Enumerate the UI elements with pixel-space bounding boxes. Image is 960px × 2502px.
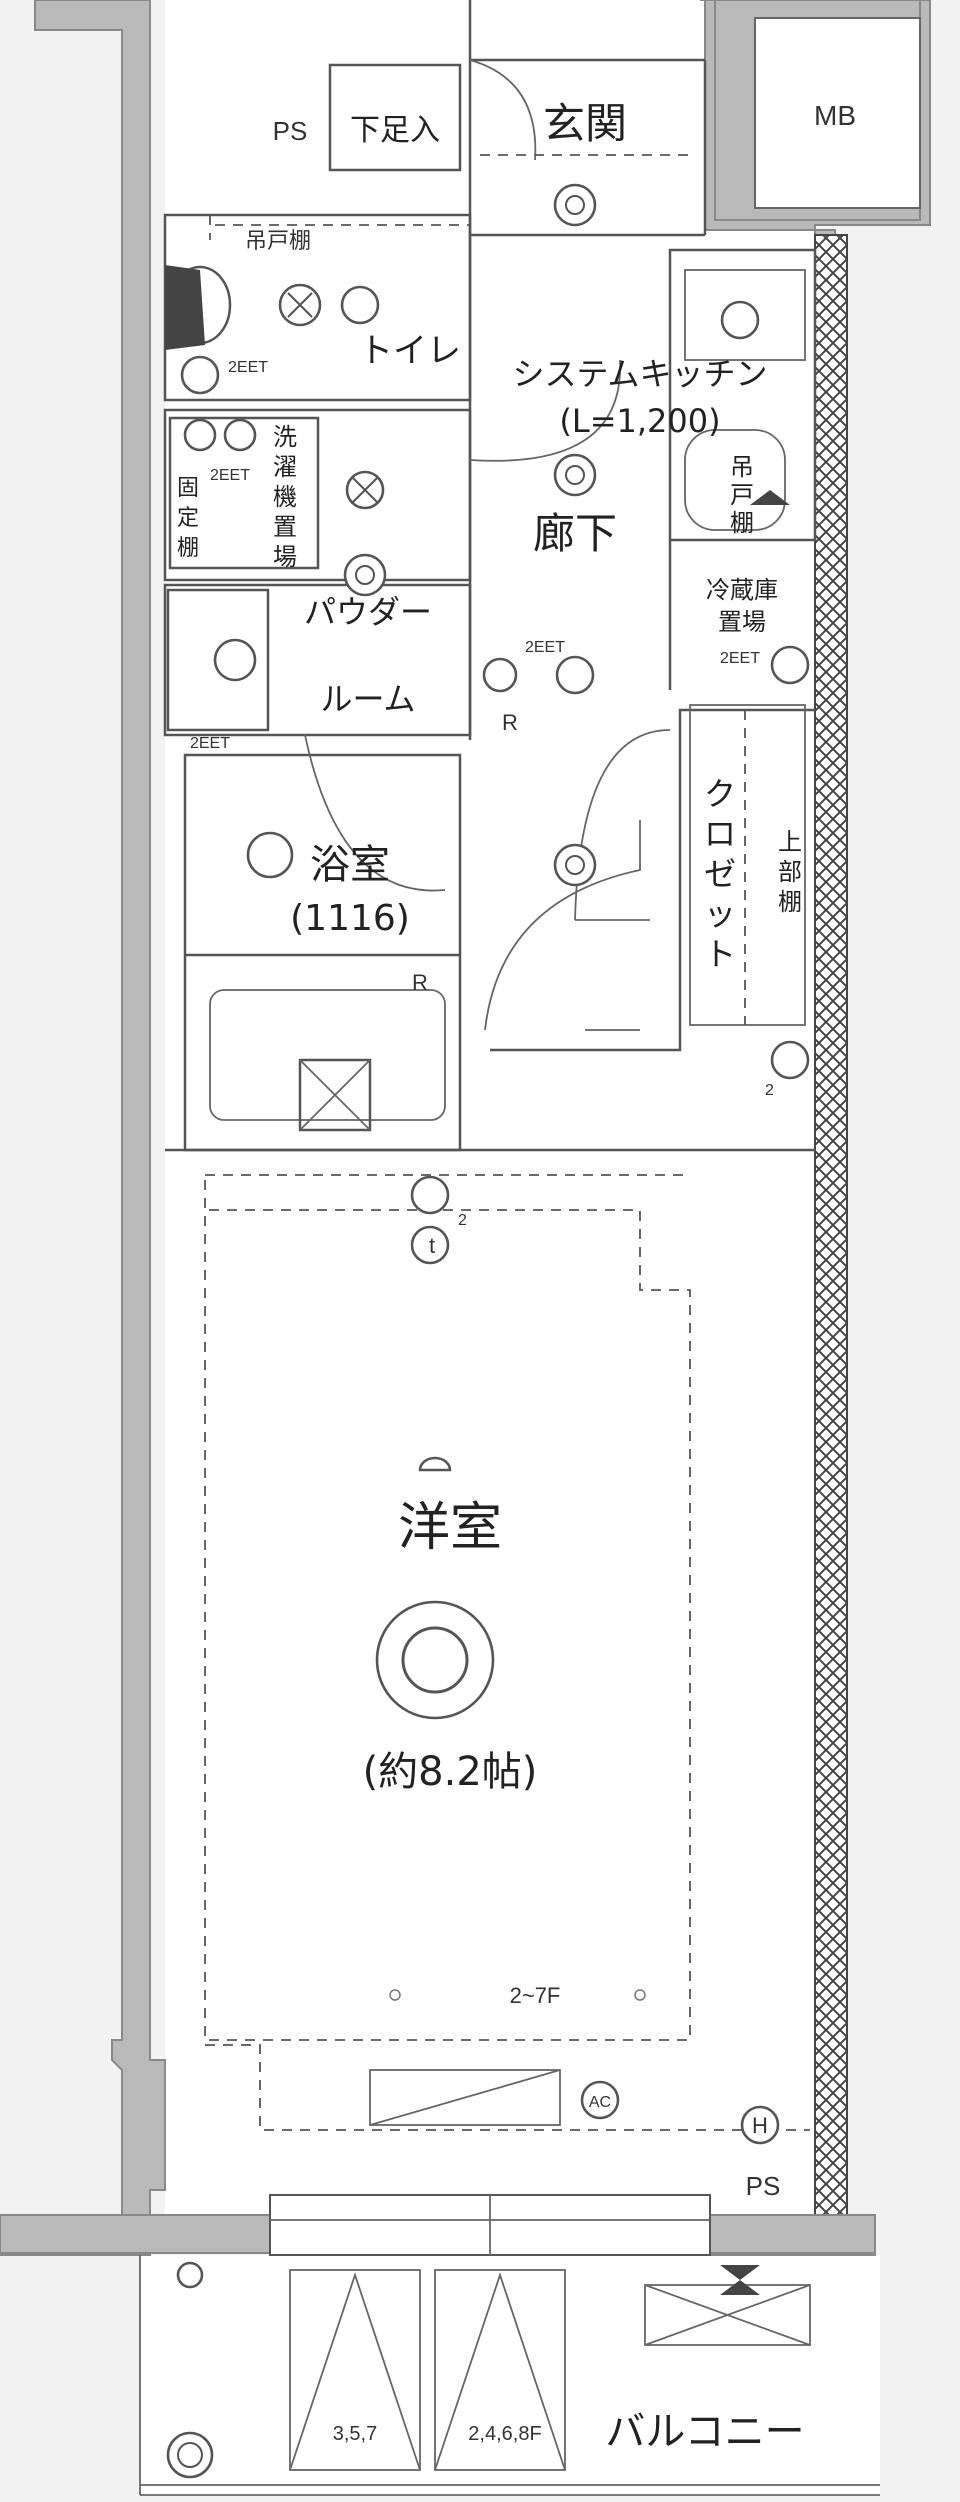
t-label: t	[429, 1233, 435, 1258]
hanging-shelf-char: 吊	[730, 453, 754, 481]
closet-char: ゼ	[704, 855, 736, 893]
fridge-label-2: 置場	[718, 608, 766, 636]
fridge-label: 冷蔵庫	[706, 576, 778, 604]
closet-char: ト	[704, 935, 736, 973]
fixed-shelf-char: 定	[177, 506, 199, 531]
bath-label: 浴室	[310, 842, 390, 888]
eet-fridge-label: 2EET	[720, 650, 760, 667]
eet-toilet-label: 2EET	[228, 359, 268, 376]
floor-label-a: 3,5,7	[333, 2423, 377, 2445]
entrance-label: 玄関	[543, 99, 627, 148]
hanging-shelf-vertical-label: 吊 戸 棚	[730, 453, 754, 537]
two-label-b: 2	[458, 1212, 467, 1229]
fixed-shelf-char: 固	[177, 476, 199, 501]
walls	[0, 0, 931, 2256]
upper-shelf-char: 上	[778, 828, 802, 856]
fixed-shelf-char: 棚	[177, 536, 199, 561]
partitions	[163, 0, 817, 1152]
floor-label-b: 2,4,6,8F	[468, 2423, 541, 2445]
eet-washer-label: 2EET	[210, 467, 250, 484]
ps-top-label: PS	[273, 116, 308, 146]
balcony-label: バルコニー	[605, 2409, 804, 2455]
powder-room-label: パウダー	[304, 593, 432, 631]
dashed-outlines	[204, 154, 815, 2131]
kitchen-label: システムキッチン	[512, 355, 767, 393]
shoe-storage-label: 下足入	[350, 113, 440, 148]
two-label-a: 2	[765, 1082, 774, 1099]
interior	[165, 0, 815, 2220]
corridor-label: 廊下	[533, 509, 617, 558]
upper-shelf-label: 上 部 棚	[778, 828, 802, 916]
balcony-area	[140, 2255, 880, 2495]
electrical-symbols	[166, 183, 810, 2479]
hanging-shelf-char: 戸	[730, 481, 754, 509]
mb-label: MB	[814, 100, 856, 131]
closet-char: ッ	[704, 895, 736, 933]
h-label: H	[752, 2113, 768, 2138]
floors-note-label: 2~7F	[510, 1983, 561, 2008]
upper-shelf-char: 棚	[778, 888, 802, 916]
washer-label: 洗 濯 機 置 場	[273, 423, 297, 571]
toilet-label: トイレ	[359, 331, 461, 371]
washer-char: 濯	[273, 453, 297, 481]
kitchen-size-label: (L=1,200)	[559, 402, 720, 440]
upper-shelf-char: 部	[778, 858, 802, 886]
ac-label: AC	[589, 2094, 611, 2111]
washer-char: 場	[273, 543, 297, 571]
r-label-1: R	[502, 710, 518, 735]
hanging-shelf-char: 棚	[730, 509, 754, 537]
bath-size-label: (1116)	[290, 898, 410, 939]
fixed-shelf-label: 固 定 棚	[177, 476, 199, 561]
washer-char: 置	[273, 513, 297, 541]
fixtures	[139, 265, 880, 2496]
r-label-2: R	[412, 970, 428, 995]
washer-char: 洗	[273, 423, 297, 451]
powder-room-label-2: ルーム	[320, 680, 415, 718]
closet-label: ク ロ ゼ ッ ト	[704, 775, 736, 973]
eet-powder-label: 2EET	[190, 735, 230, 752]
ps-bottom-label: PS	[746, 2171, 781, 2201]
closet-char: ロ	[704, 815, 736, 853]
hanging-shelf-label: 吊戸棚	[245, 228, 311, 253]
washer-char: 機	[273, 483, 297, 511]
closet-char: ク	[704, 775, 736, 813]
eet-corridor-label: 2EET	[525, 639, 565, 656]
western-room-label: 洋室	[398, 1498, 502, 1558]
western-room-size-label: (約8.2帖)	[363, 1749, 538, 1795]
